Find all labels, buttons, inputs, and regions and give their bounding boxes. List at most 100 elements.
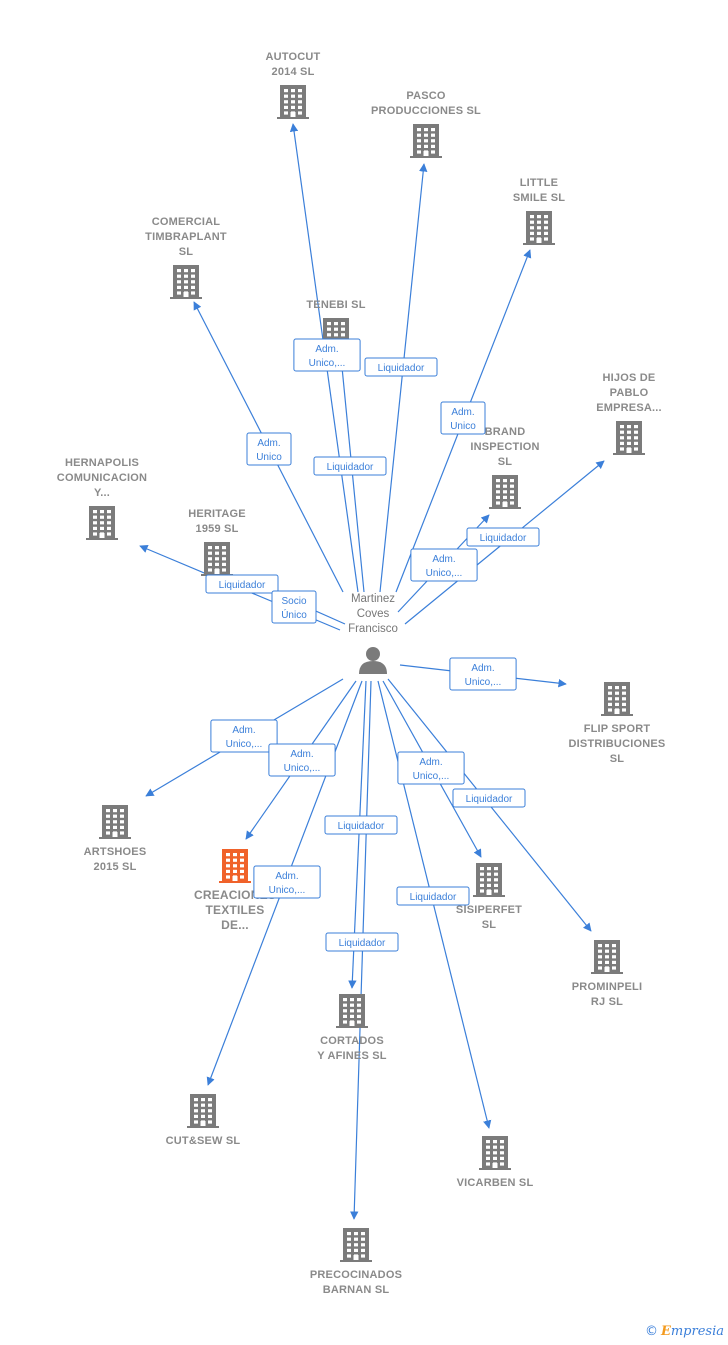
company-node-vicarben[interactable]: VICARBEN SL — [457, 1136, 534, 1189]
relation-label-cutsew[interactable]: Adm.Unico,... — [253, 865, 321, 899]
company-node-hernapolis[interactable]: HERNAPOLIS COMUNICACION Y... — [57, 457, 147, 540]
company-label: SL — [482, 919, 497, 931]
relation-role: Liquidador — [219, 580, 266, 591]
company-label: PABLO — [610, 387, 649, 399]
relation-label-comercial-timbraplant[interactable]: Adm.Unico — [246, 432, 292, 466]
edge-pasco — [379, 163, 428, 593]
company-label: 2014 SL — [272, 66, 315, 78]
company-node-hijos-de-pablo[interactable]: HIJOS DE PABLO EMPRESA... — [596, 372, 662, 455]
company-label: BARNAN SL — [323, 1284, 390, 1296]
company-node-flip-sport[interactable]: FLIP SPORT DISTRIBUCIONES SL — [569, 682, 666, 765]
building-icon — [489, 475, 521, 509]
relation-box — [271, 590, 317, 624]
relation-role: Unico — [256, 452, 282, 463]
relation-label-sisiperfet[interactable]: Adm.Unico,... — [397, 751, 465, 785]
relation-label-cortados[interactable]: Liquidador — [324, 815, 398, 835]
relation-role: Adm. — [290, 749, 313, 760]
relation-label-pasco[interactable]: Liquidador — [364, 357, 438, 377]
relation-label-tenebi[interactable]: Liquidador — [313, 456, 387, 476]
relation-label-vicarben[interactable]: Liquidador — [396, 886, 470, 906]
brand-initial: E — [660, 1324, 671, 1339]
relation-box — [396, 886, 470, 906]
relation-role: Liquidador — [410, 892, 457, 903]
relation-label-flip-sport[interactable]: Adm.Unico,... — [449, 657, 517, 691]
building-icon — [201, 542, 233, 576]
relation-role: Unico,... — [465, 677, 502, 688]
person-name: Coves — [357, 608, 390, 620]
relation-role: Unico,... — [226, 739, 263, 750]
relation-role: Único — [281, 608, 307, 621]
relation-label-artshoes[interactable]: Adm. Unico,... — [210, 719, 278, 753]
company-label: VICARBEN SL — [457, 1177, 534, 1189]
company-label: SL — [610, 753, 625, 765]
relation-box — [268, 743, 336, 777]
company-label: CUT&SEW SL — [166, 1135, 241, 1147]
relation-label-little-smile[interactable]: Adm.Unico — [440, 401, 486, 435]
company-label: SMILE SL — [513, 192, 565, 204]
brand-footer[interactable]: ©Empresia — [645, 1324, 724, 1339]
building-icon — [336, 994, 368, 1028]
company-node-cutsew[interactable]: CUT&SEW SL — [166, 1094, 241, 1147]
company-label: ARTSHOES — [84, 846, 147, 858]
company-label: Y... — [94, 487, 110, 499]
building-highlight-icon — [219, 849, 251, 883]
building-icon — [473, 863, 505, 897]
company-label: EMPRESA... — [596, 402, 662, 414]
company-label: DISTRIBUCIONES — [569, 738, 666, 750]
person-name: Francisco — [348, 623, 398, 635]
building-icon — [479, 1136, 511, 1170]
relation-box — [293, 338, 361, 372]
relation-label-brand-inspection[interactable]: Adm. Unico,... — [410, 548, 478, 582]
relation-box — [253, 865, 321, 899]
relation-box — [452, 788, 526, 808]
company-node-creaciones-textiles[interactable]: CREACIONESTEXTILESDE... — [194, 849, 276, 932]
company-label: HERNAPOLIS — [65, 457, 139, 469]
relation-role: Adm. — [232, 725, 255, 736]
relation-box — [325, 932, 399, 952]
relation-role: Socio — [281, 596, 306, 607]
company-label: COMUNICACION — [57, 472, 147, 484]
building-icon — [277, 85, 309, 119]
relation-box — [410, 548, 478, 582]
relation-label-hijos-de-pablo[interactable]: Liquidador — [466, 527, 540, 547]
building-icon — [613, 421, 645, 455]
company-label: FLIP SPORT — [584, 723, 651, 735]
relation-role: Unico,... — [309, 358, 346, 369]
company-label: HIJOS DE — [603, 372, 656, 384]
relation-role: Unico,... — [426, 568, 463, 579]
relation-box — [246, 432, 292, 466]
relation-label-creaciones-textiles[interactable]: Adm.Unico,... — [268, 743, 336, 777]
building-icon — [170, 265, 202, 299]
relation-role: Adm. — [451, 407, 474, 418]
relation-box — [466, 527, 540, 547]
person-icon — [359, 647, 387, 674]
relation-role: Adm. — [432, 554, 455, 565]
company-label: TIMBRAPLANT — [145, 231, 227, 243]
relation-label-hernapolis[interactable]: Liquidador — [205, 574, 279, 594]
building-icon — [86, 506, 118, 540]
company-label: PASCO — [406, 90, 446, 102]
relation-role: Liquidador — [338, 821, 385, 832]
relation-label-autocut[interactable]: Adm.Unico,... — [293, 338, 361, 372]
relation-label-precocinados[interactable]: Liquidador — [325, 932, 399, 952]
person-name: Martinez — [351, 593, 395, 605]
company-label: SL — [498, 456, 513, 468]
relation-box — [210, 719, 278, 753]
relation-label-prominpeli[interactable]: Liquidador — [452, 788, 526, 808]
relation-role: Liquidador — [378, 363, 425, 374]
relation-box — [205, 574, 279, 594]
